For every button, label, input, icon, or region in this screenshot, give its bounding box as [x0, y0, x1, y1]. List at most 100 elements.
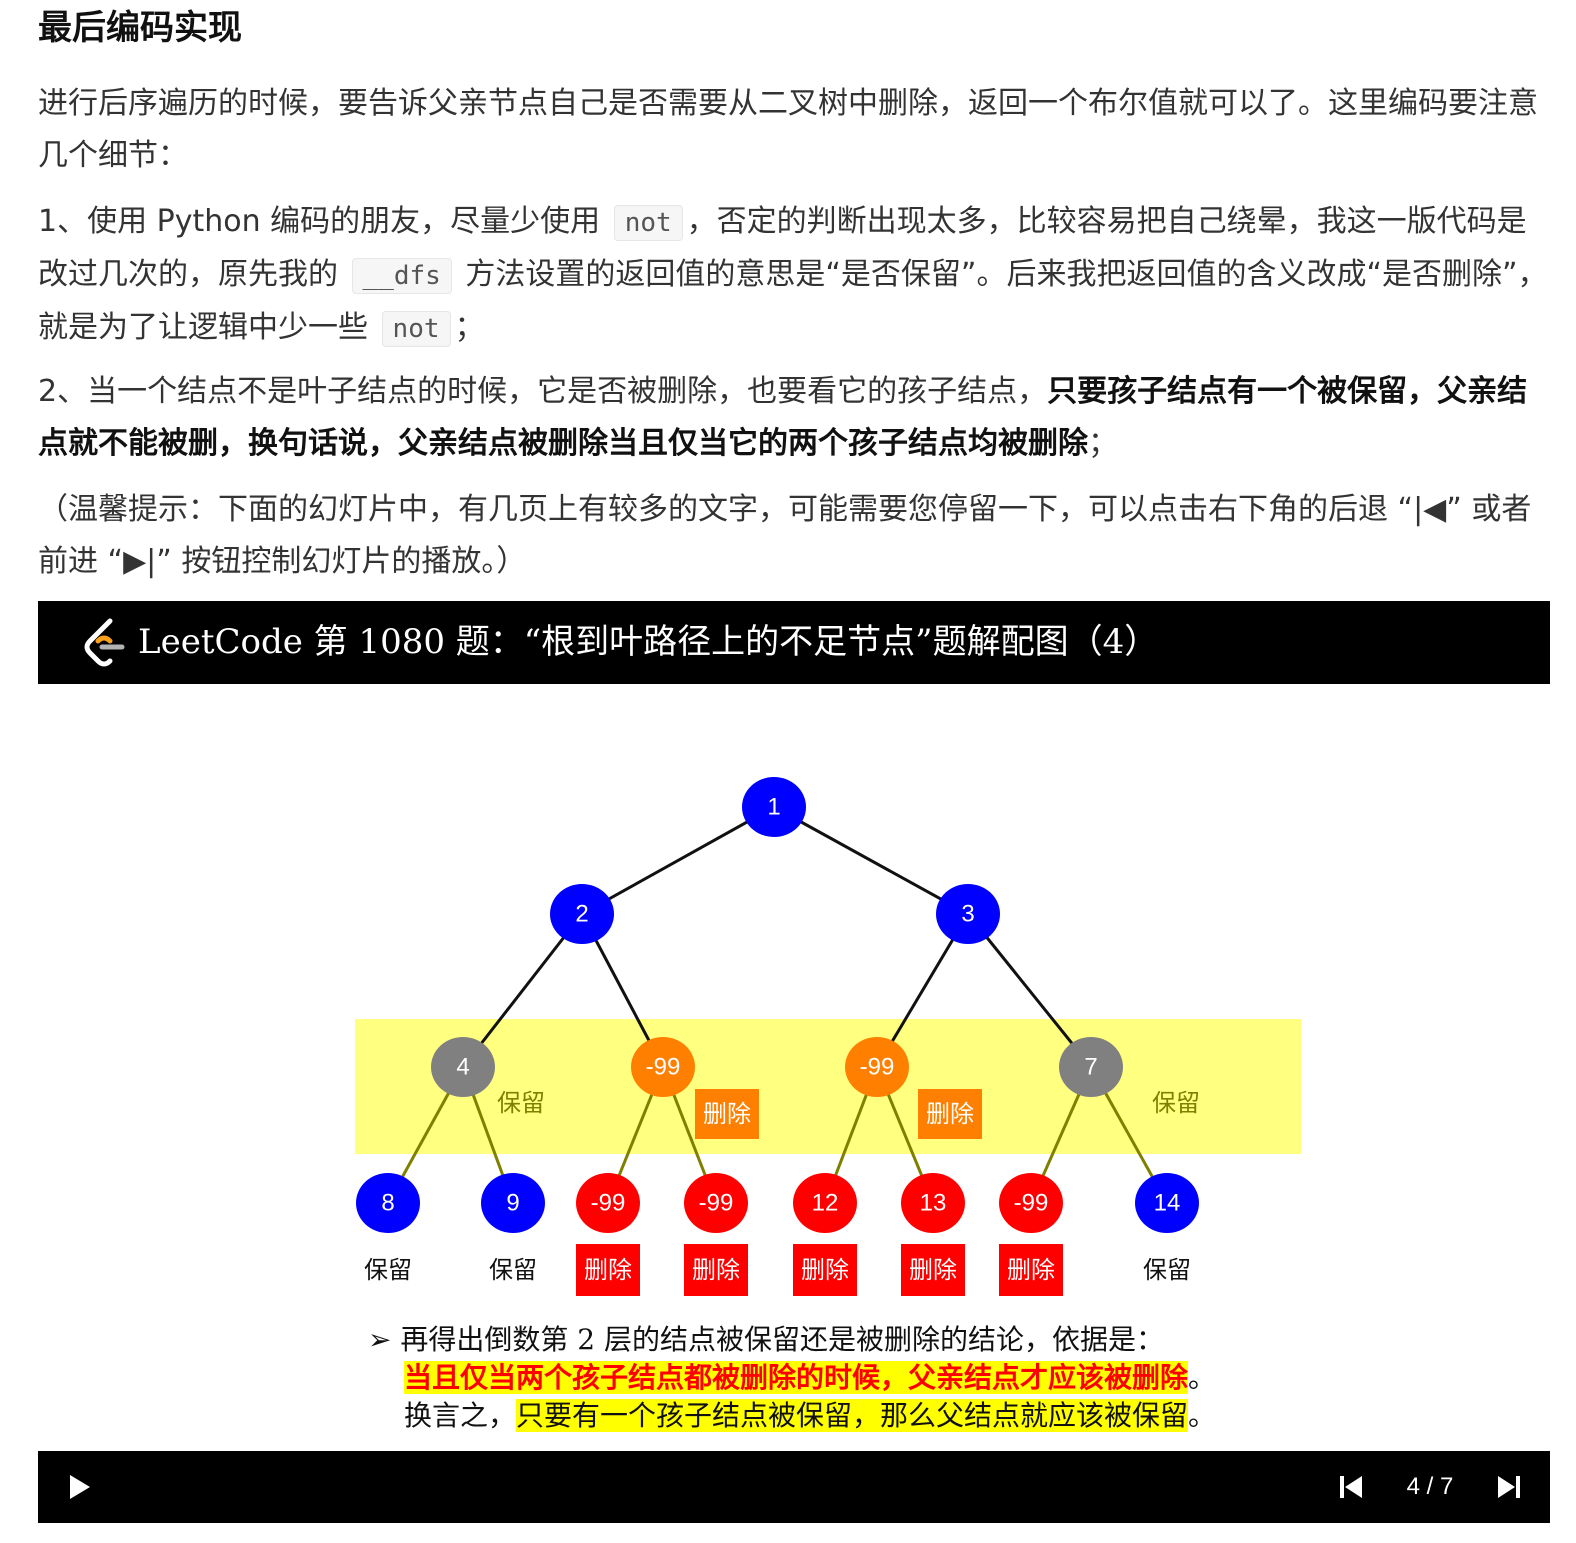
highlight-band — [355, 1019, 1301, 1154]
tree-edge — [461, 913, 584, 1068]
tree-node-label: -99 — [860, 1054, 895, 1081]
inline-code-dfs: __dfs — [351, 258, 452, 294]
tree-node-n11: -99 — [684, 1173, 748, 1233]
tree-node-circle — [936, 884, 1000, 944]
tree-node-label: 1 — [767, 794, 780, 821]
skip-back-icon[interactable] — [1336, 1473, 1366, 1501]
tree-node-label: -99 — [699, 1190, 734, 1217]
tree-node-circle — [1135, 1173, 1199, 1233]
tree-node-n10: -99 — [576, 1173, 640, 1233]
tree-node-n12: 12 — [793, 1173, 857, 1233]
tree-node-circle — [901, 1173, 965, 1233]
tree-edge — [966, 913, 1093, 1068]
tree-node-circle — [356, 1173, 420, 1233]
slideshow-controls: 4 / 7 — [38, 1451, 1550, 1523]
tree-node-circle — [845, 1037, 909, 1097]
page-indicator: 4 / 7 — [1406, 1473, 1454, 1500]
tree-node-label: 3 — [961, 901, 974, 928]
tree-edge — [581, 805, 775, 916]
tree-node-n6: -99 — [845, 1037, 909, 1097]
keep-tag: 保留 — [1143, 1256, 1191, 1284]
tree-node-circle — [999, 1173, 1063, 1233]
tree-node-n5: -99 — [631, 1037, 695, 1097]
keep-tag: 保留 — [497, 1089, 545, 1117]
tree-edge — [773, 805, 969, 916]
play-icon[interactable] — [64, 1471, 94, 1503]
tree-node-n7: 7 — [1059, 1037, 1123, 1097]
tree-node-label: 2 — [575, 901, 588, 928]
tree-node-label: 7 — [1084, 1054, 1097, 1081]
tree-node-circle — [576, 1173, 640, 1233]
tree-node-label: 4 — [456, 1054, 469, 1081]
tree-node-n13: 13 — [901, 1173, 965, 1233]
tree-node-label: 14 — [1154, 1190, 1181, 1217]
detail-1-text-a: 1、使用 Python 编码的朋友，尽量少使用 — [38, 204, 601, 239]
detail-2-bold: 只要孩子结点有一个被保留，父亲结点就不能被删，换句话说，父亲结点被删除当且仅当它… — [38, 374, 1528, 461]
bullet-text-1: 再得出倒数第 2 层的结点被保留还是被删除的结论，依据是： — [400, 1323, 1164, 1356]
bullet-highlight-red: 当且仅当两个孩子结点都被删除的时候，父亲结点才应该被删除 — [404, 1361, 1189, 1394]
slide-header: LeetCode 第 1080 题：“根到叶路径上的不足节点”题解配图（4） — [38, 601, 1550, 684]
svg-text:删除: 删除 — [692, 1256, 740, 1284]
delete-tag: 删除 — [576, 1244, 640, 1296]
delete-tag: 删除 — [918, 1089, 982, 1139]
tree-node-n8: 8 — [356, 1173, 420, 1233]
delete-tag: 删除 — [901, 1244, 965, 1296]
detail-1-text-b: ，否定的判断出现太多，比较容易把自己绕晕，我这一版代码是改过几次的，原先我的 — [38, 204, 1527, 292]
delete-tag: 删除 — [695, 1089, 759, 1139]
tree-node-label: 9 — [506, 1190, 519, 1217]
tree-node-label: -99 — [1014, 1190, 1049, 1217]
delete-tag: 删除 — [999, 1244, 1063, 1296]
tree-node-circle — [631, 1037, 695, 1097]
paragraph-intro: 进行后序遍历的时候，要告诉父亲节点自己是否需要从二叉树中删除，返回一个布尔值就可… — [38, 86, 1538, 173]
tree-node-label: -99 — [646, 1054, 681, 1081]
bullet-line-2: 当且仅当两个孩子结点都被删除的时候，父亲结点才应该被删除。 — [368, 1359, 1216, 1397]
inline-code-not: not — [613, 205, 683, 241]
paragraph-detail-2: 2、当一个结点不是叶子结点的时候，它是否被删除，也要看它的孩子结点，只要孩子结点… — [38, 366, 1550, 470]
tree-node-n1: 1 — [742, 777, 806, 837]
tree-node-circle — [793, 1173, 857, 1233]
tree-node-n2: 2 — [550, 884, 614, 944]
bullet-line-3-end: 。 — [1188, 1399, 1217, 1432]
detail-1-text-d: ； — [454, 310, 485, 345]
tree-node-label: -99 — [591, 1190, 626, 1217]
svg-text:保留: 保留 — [497, 1089, 545, 1117]
svg-text:删除: 删除 — [926, 1100, 974, 1128]
section-heading: 最后编码实现 — [38, 8, 242, 48]
paragraph-detail-1: 1、使用 Python 编码的朋友，尽量少使用 not，否定的判断出现太多，比较… — [38, 196, 1550, 355]
tree-node-circle — [550, 884, 614, 944]
paragraph-tip: （温馨提示：下面的幻灯片中，有几页上有较多的文字，可能需要您停留一下，可以点击右… — [38, 492, 1532, 579]
detail-2-text-a: 2、当一个结点不是叶子结点的时候，它是否被删除，也要看它的孩子结点， — [38, 374, 1048, 409]
svg-text:删除: 删除 — [584, 1256, 632, 1284]
keep-tag: 保留 — [489, 1256, 537, 1284]
bullet-highlight-yellow: 只要有一个孩子结点被保留，那么父结点就应该被保留 — [516, 1399, 1189, 1432]
svg-text:删除: 删除 — [1007, 1256, 1055, 1284]
tree-node-circle — [481, 1173, 545, 1233]
svg-text:保留: 保留 — [1152, 1089, 1200, 1117]
bullet-marker: ➢ — [368, 1323, 392, 1356]
leetcode-logo-icon — [84, 618, 125, 667]
svg-text:保留: 保留 — [364, 1256, 412, 1284]
delete-tag: 删除 — [684, 1244, 748, 1296]
tree-node-n14: -99 — [999, 1173, 1063, 1233]
tree-node-n15: 14 — [1135, 1173, 1199, 1233]
svg-text:删除: 删除 — [801, 1256, 849, 1284]
tree-node-circle — [742, 777, 806, 837]
keep-tag: 保留 — [364, 1256, 412, 1284]
tree-node-n3: 3 — [936, 884, 1000, 944]
keep-tag: 保留 — [1152, 1089, 1200, 1117]
svg-text:保留: 保留 — [1143, 1256, 1191, 1284]
inline-code-not-2: not — [381, 311, 451, 347]
tree-node-n4: 4 — [431, 1037, 495, 1097]
detail-2-text-b: ； — [1088, 426, 1118, 461]
tree-node-label: 13 — [920, 1190, 947, 1217]
tree-labels: 保留删除删除保留保留保留删除删除删除删除删除保留 — [364, 1089, 1200, 1296]
tree-node-circle — [684, 1173, 748, 1233]
bullet-line-1: ➢ 再得出倒数第 2 层的结点被保留还是被删除的结论，依据是： — [368, 1321, 1216, 1359]
svg-text:删除: 删除 — [909, 1256, 957, 1284]
skip-forward-icon[interactable] — [1494, 1473, 1524, 1501]
conclusion-bullet: ➢ 再得出倒数第 2 层的结点被保留还是被删除的结论，依据是： 当且仅当两个孩子… — [368, 1321, 1216, 1435]
tree-node-label: 12 — [812, 1190, 839, 1217]
svg-text:删除: 删除 — [703, 1100, 751, 1128]
